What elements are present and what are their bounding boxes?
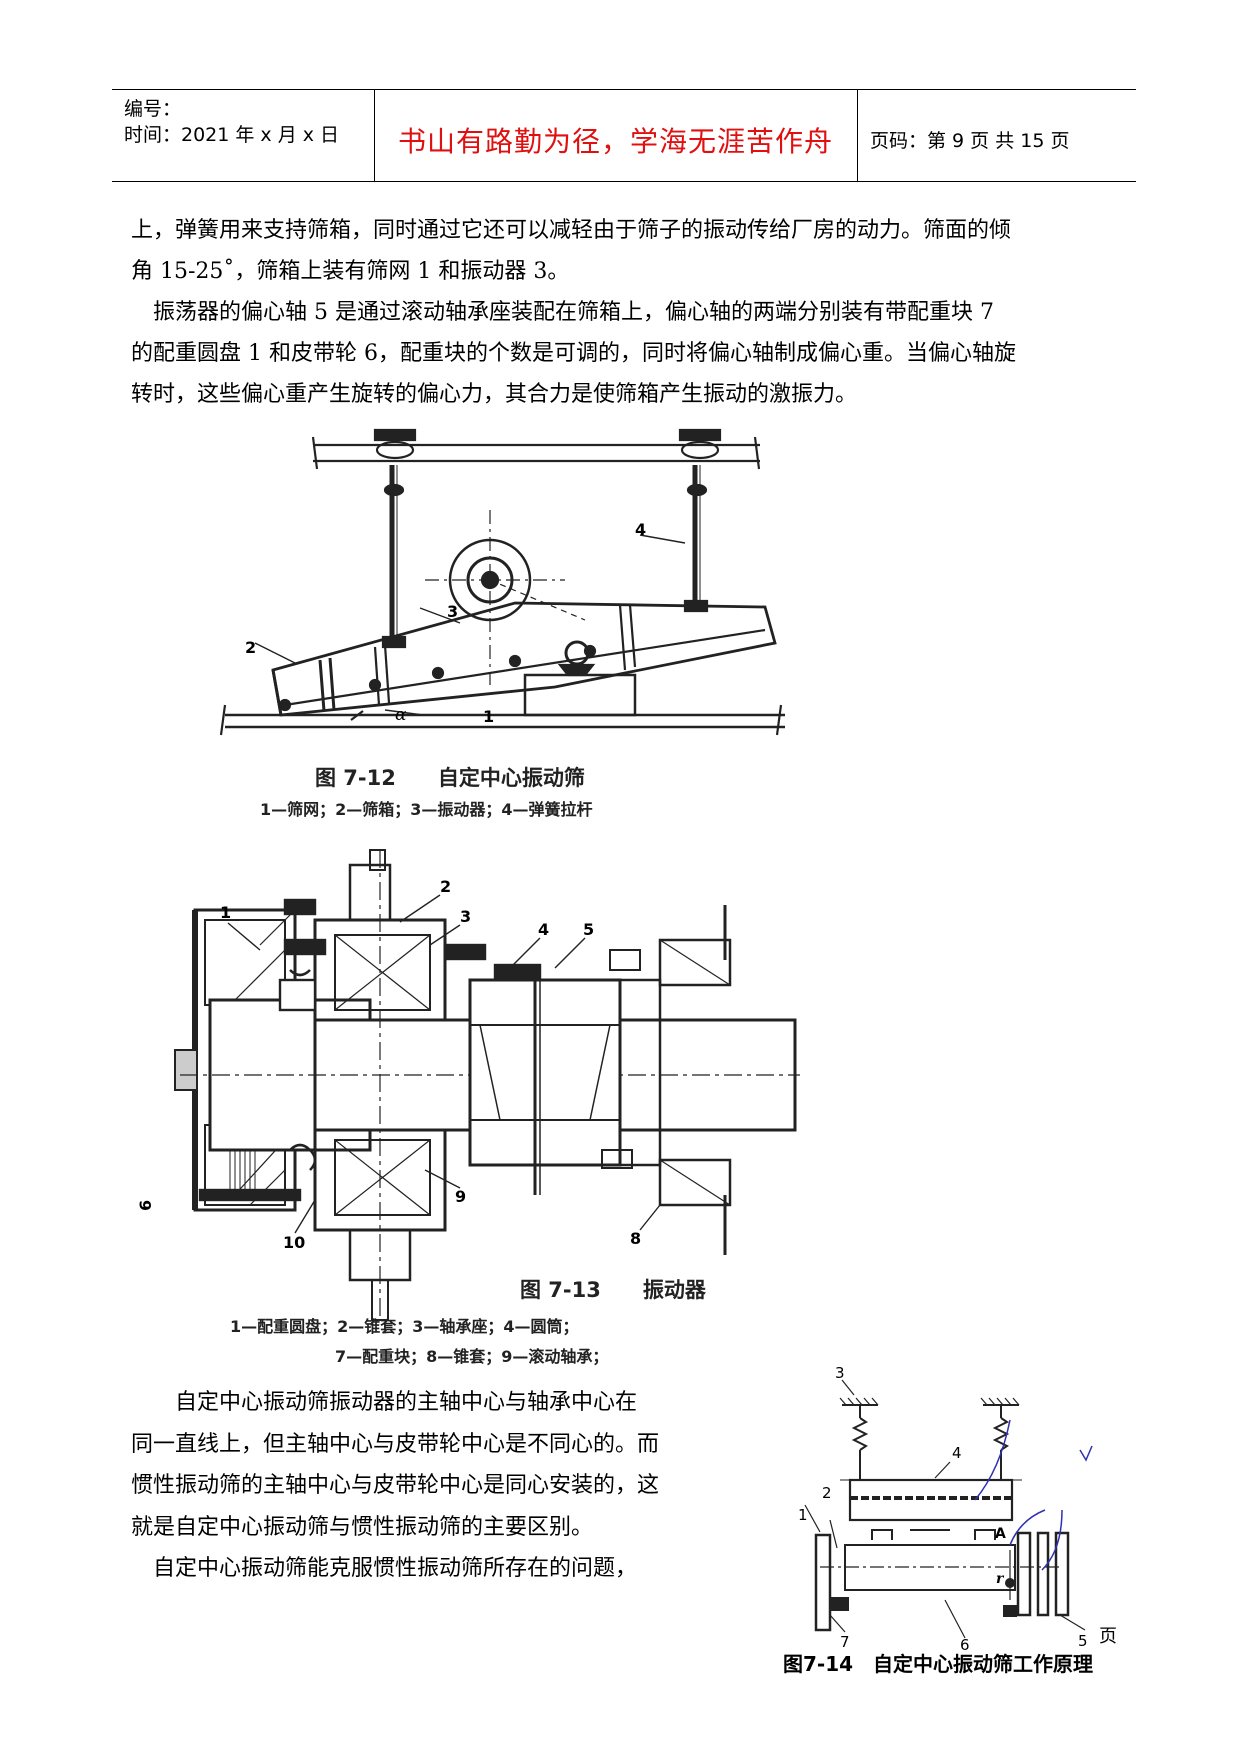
fig13-caption: 图 7-13 振动器 — [520, 1278, 707, 1302]
fig13-label-1: 1 — [220, 903, 231, 922]
text-line: 的配重圆盘 1 和皮带轮 6，配重块的个数是可调的，同时将偏心轴制成偏心重。当偏… — [131, 341, 1016, 366]
text-line: 转时，这些偏心重产生旋转的偏心力，其合力是使筛箱产生振动的激振力。 — [131, 382, 858, 407]
text-line: 惯性振动筛的主轴中心与皮带轮中心是同心安装的，这 — [131, 1473, 660, 1498]
fig14-caption: 图7-14 自定中心振动筛工作原理 — [783, 1652, 1094, 1676]
fig14-mark-r: r — [996, 1571, 1005, 1587]
document-number-label: 编号： — [124, 98, 182, 120]
fig14-label-1: 1 — [798, 1506, 808, 1524]
header-motto: 书山有路勤为径，学海无涯苦作舟 — [397, 125, 833, 158]
page-suffix: 页 — [1099, 1626, 1117, 1647]
fig12-caption: 图 7-12 自定中心振动筛 — [315, 766, 585, 790]
figure-7-13: 1 2 3 4 5 9 10 8 6 图 7-13 振动器 1—配重圆盘；2—锥… — [136, 849, 800, 1366]
header-divider-left — [374, 90, 375, 182]
text-line: 自定中心振动筛能克服惯性振动筛所存在的问题， — [131, 1556, 638, 1581]
fig13-label-10: 10 — [283, 1233, 305, 1252]
text-line: 上，弹簧用来支持筛箱，同时通过它还可以减轻由于筛子的振动传给厂房的动力。筛面的倾 — [131, 218, 1012, 243]
fig13-legend-line2: 7—配重块；8—锥套；9—滚动轴承； — [335, 1347, 608, 1366]
figure-7-14: 3 4 2 1 A r 7 6 5 — [798, 1364, 1093, 1654]
header-top-rule — [112, 89, 1136, 90]
fig12-label-3: 3 — [447, 602, 458, 621]
page-indicator: 页码：第 9 页 共 15 页 — [870, 130, 1070, 152]
fig14-mark-A: A — [995, 1526, 1006, 1542]
text-line: 自定中心振动筛振动器的主轴中心与轴承中心在 — [131, 1390, 638, 1415]
header-bottom-rule — [112, 181, 1136, 182]
paragraph-1: 上，弹簧用来支持筛箱，同时通过它还可以减轻由于筛子的振动传给厂房的动力。筛面的倾… — [131, 210, 1121, 292]
fig13-side-mark: 6 — [136, 1200, 155, 1211]
fig13-label-5: 5 — [583, 920, 594, 939]
fig12-legend: 1—筛网；2—筛箱；3—振动器；4—弹簧拉杆 — [260, 800, 593, 819]
fig13-label-3: 3 — [460, 907, 471, 926]
fig14-label-5: 5 — [1078, 1632, 1088, 1650]
document-date: 时间：2021 年 x 月 x 日 — [124, 124, 340, 146]
fig12-label-1: 1 — [483, 707, 494, 726]
fig13-label-8: 8 — [630, 1229, 641, 1248]
paragraph-2: 振荡器的偏心轴 5 是通过滚动轴承座装配在筛箱上，偏心轴的两端分别装有带配重块 … — [131, 292, 1121, 415]
text-line: 角 15-25˚，筛箱上装有筛网 1 和振动器 3。 — [131, 259, 570, 284]
fig12-label-2: 2 — [245, 638, 256, 657]
text-line: 同一直线上，但主轴中心与皮带轮中心是不同心的。而 — [131, 1431, 660, 1457]
text-line: 振荡器的偏心轴 5 是通过滚动轴承座装配在筛箱上，偏心轴的两端分别装有带配重块 … — [131, 300, 994, 325]
fig12-label-4: 4 — [635, 520, 646, 539]
fig14-label-3: 3 — [835, 1364, 845, 1382]
text-line: 就是自定中心振动筛与惯性振动筛的主要区别。 — [131, 1514, 594, 1540]
fig14-label-4: 4 — [952, 1444, 962, 1462]
fig13-legend-line1: 1—配重圆盘；2—锥套；3—轴承座；4—圆筒； — [230, 1317, 579, 1336]
fig13-label-2: 2 — [440, 877, 451, 896]
figure-7-12: 2 3 1 4 α 图 7-12 自定中心振动筛 1—筛网；2—筛箱；3—振动器… — [219, 428, 785, 819]
fig12-alpha: α — [395, 705, 407, 725]
header-divider-right — [857, 90, 858, 182]
fig14-label-2: 2 — [822, 1484, 832, 1502]
fig14-label-6: 6 — [960, 1636, 970, 1654]
paragraph-3: 自定中心振动筛振动器的主轴中心与轴承中心在 同一直线上，但主轴中心与皮带轮中心是… — [131, 1382, 751, 1590]
fig13-label-9: 9 — [455, 1187, 466, 1206]
fig13-label-4: 4 — [538, 920, 549, 939]
fig14-label-7: 7 — [840, 1633, 850, 1651]
